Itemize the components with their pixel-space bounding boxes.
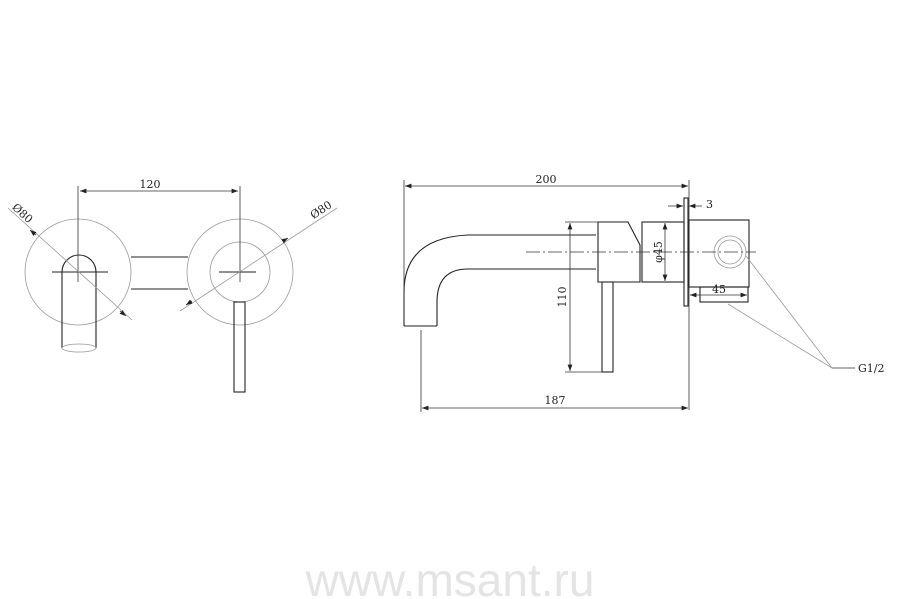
side-view: 200 187 110 φ45 3 45 G1/2 [403, 173, 885, 412]
thread-label: G1/2 [858, 362, 885, 375]
dim-label-45: 45 [712, 283, 726, 296]
front-view: 120 Ø80 Ø80 [7, 178, 338, 393]
front-handle [233, 301, 246, 393]
dim-label-200: 200 [536, 173, 557, 186]
front-spout [61, 254, 97, 348]
spout-outer [403, 234, 596, 326]
dim-label-120: 120 [140, 178, 161, 191]
dim-label-187: 187 [545, 394, 566, 407]
dim-label-phi45: φ45 [652, 241, 665, 263]
valve-body [597, 221, 641, 283]
spout-inner [436, 268, 596, 326]
side-handle [601, 281, 614, 373]
dim-label-left-diameter: Ø80 [9, 201, 35, 226]
dim-label-110: 110 [556, 287, 569, 308]
rough-in-box [688, 219, 750, 288]
watermark: www.msant.ru [305, 554, 595, 599]
dim-label-3: 3 [706, 198, 713, 211]
